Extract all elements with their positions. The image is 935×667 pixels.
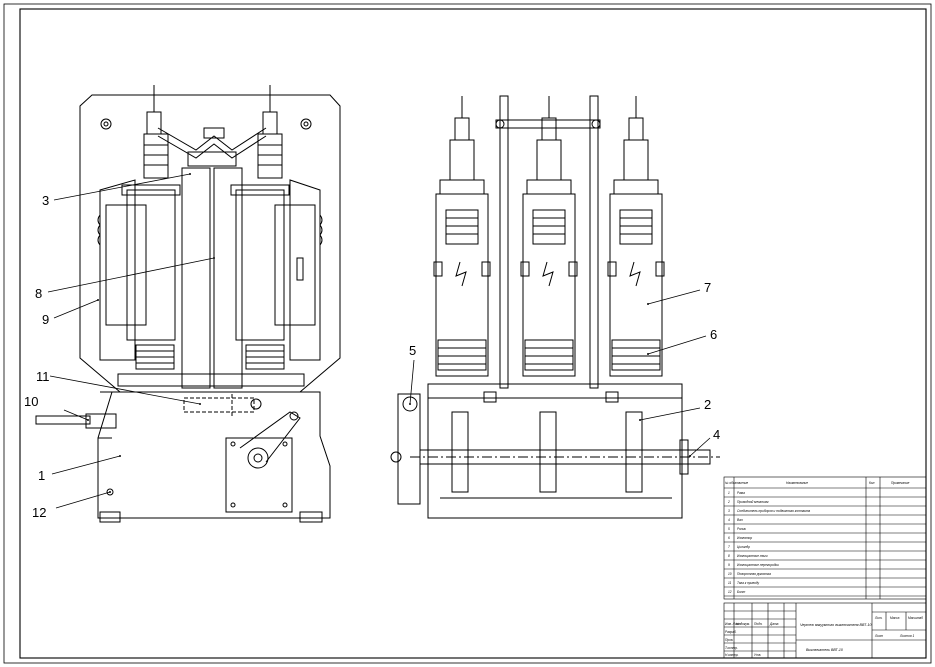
callout-8: 8 (35, 286, 42, 301)
spec-row-name: Тяга к приводу (737, 581, 760, 585)
spec-row-name: Изоляционные тяги (737, 554, 768, 558)
callout-4: 4 (713, 427, 720, 442)
callout-10: 10 (24, 394, 38, 409)
title-row-3: Т.контр. (725, 646, 738, 650)
title-row-5: Утв. (754, 653, 761, 657)
leader-lines (47, 173, 711, 509)
spec-row-num: 5 (728, 527, 730, 531)
side-view (35, 85, 341, 523)
callout-11: 11 (36, 369, 50, 384)
spec-row-name: Приводной механизм (737, 500, 769, 504)
title-row-2: Пров. (725, 638, 734, 642)
title-col-sign: Подп. (754, 622, 763, 626)
title-row-4: Н.контр. (725, 653, 739, 657)
callout-9: 9 (42, 312, 49, 327)
spec-row-name: Ролик (737, 527, 746, 531)
callout-2: 2 (704, 397, 711, 412)
title-sheet: Лист (874, 634, 884, 638)
spec-table: № обозначение Наименование Кол Примечани… (723, 476, 927, 600)
spec-header-num: № обозначение (725, 481, 748, 485)
callout-7: 7 (704, 280, 711, 295)
spec-header-qty: Кол (869, 481, 875, 485)
spec-row-num: 3 (728, 509, 730, 513)
callout-1: 1 (38, 468, 45, 483)
front-view (390, 95, 720, 519)
callout-5: 5 (409, 343, 416, 358)
spec-row-name: Изолятор (737, 536, 752, 540)
title-col-doc: № докум. (736, 622, 750, 626)
spec-row-name: Вал (737, 518, 743, 522)
title-col-lit: Лит. (874, 616, 883, 620)
spec-row-name: Поворотная рукоятка (737, 572, 771, 576)
spec-row-num: 12 (728, 590, 732, 594)
sheet-frame (3, 3, 932, 664)
title-col-scale: Масштаб (908, 616, 923, 620)
title-row-0: Изм. Лист (725, 622, 741, 626)
spec-row-num: 9 (728, 563, 730, 567)
title-row-1: Разраб. (725, 630, 737, 634)
callout-12: 12 (32, 505, 46, 520)
spec-row-num: 10 (728, 572, 732, 576)
title-sheets: Листов 1 (899, 634, 914, 638)
title-product: Выключатель ВВТ-10 (806, 648, 843, 652)
spec-row-num: 7 (728, 545, 730, 549)
spec-row-num: 2 (727, 500, 730, 504)
title-block: Чертеж вакуумного выключателя ВВТ-10 Вык… (723, 602, 927, 659)
spec-row-name: Болт (737, 590, 746, 594)
spec-row-name: Соединитель приборов и подвижного контак… (737, 509, 810, 513)
title-col-mass: Масса (890, 616, 900, 620)
spec-row-num: 6 (728, 536, 730, 540)
spec-row-num: 1 (728, 491, 730, 495)
spec-header-note: Примечание (891, 481, 910, 485)
title-col-date: Дата (769, 622, 779, 626)
spec-row-name: Изоляционные перегородки (737, 563, 779, 567)
title-doc: Чертеж вакуумного выключателя ВВТ-10 (800, 623, 872, 627)
callout-3: 3 (42, 193, 49, 208)
spec-row-name: Цилиндр (737, 545, 750, 549)
spec-header-name: Наименование (786, 481, 808, 485)
spec-row-num: 11 (728, 581, 732, 585)
spec-row-name: Рама (737, 491, 745, 495)
spec-row-num: 4 (728, 518, 730, 522)
spec-row-num: 8 (728, 554, 730, 558)
callout-6: 6 (710, 327, 717, 342)
